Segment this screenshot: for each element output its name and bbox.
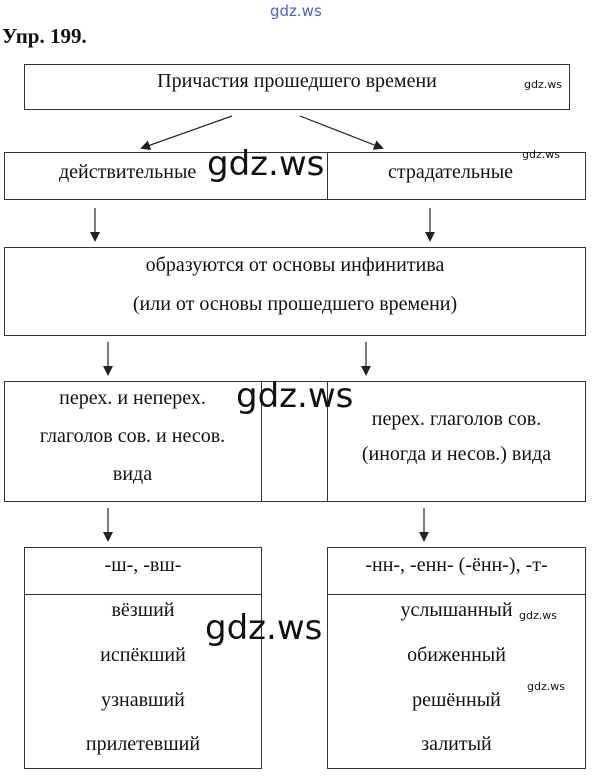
arrow-root-to-active (140, 115, 233, 151)
root-box: Причастия прошедшего времени (24, 64, 570, 110)
passive-example-2: обиженный (407, 644, 506, 666)
active-suffix-box: -ш-, -вш- вёзший испёкший узнавший приле… (24, 547, 262, 769)
active-example-2: испёкший (100, 644, 186, 666)
active-suffix-divider (25, 594, 261, 595)
watermark-top: gdz.ws (270, 2, 322, 20)
formation-box: образуются от основы инфинитива (или от … (4, 247, 586, 336)
verbs-divider-right (327, 381, 328, 502)
watermark-big-2: gdz.ws (236, 376, 354, 416)
exercise-title: Упр. 199. (2, 24, 87, 48)
passive-example-4: залитый (421, 733, 492, 755)
arrow-root-to-passive (299, 115, 384, 150)
watermark-big-1: gdz.ws (207, 144, 325, 184)
passive-suffix-divider (328, 594, 585, 595)
verbs-divider-left (261, 381, 262, 502)
formation-line-2: (или от основы прошедшего времени) (132, 293, 458, 315)
active-suffixes: -ш-, -вш- (104, 554, 182, 576)
active-verbs-line-1: перех. и неперех. (59, 387, 206, 409)
passive-verbs-line-1: перех. глаголов сов. (371, 408, 542, 430)
watermark-small-1: gdz.ws (524, 78, 562, 91)
watermark-small-3: gdz.ws (519, 609, 557, 622)
root-label: Причастия прошедшего времени (157, 70, 437, 92)
passive-example-1: услышанный (400, 599, 513, 621)
passive-suffix-box: -нн-, -енн- (-ённ-), -т- услышанный обиж… (327, 547, 586, 769)
watermark-small-4: gdz.ws (527, 680, 565, 693)
watermark-big-3: gdz.ws (205, 608, 323, 648)
passive-verbs-line-2: (иногда и несов.) вида (361, 443, 552, 465)
active-verbs-line-2: глаголов сов. и несов. (39, 425, 226, 447)
active-box: действительные (4, 152, 328, 200)
active-verbs-line-3: вида (112, 463, 153, 485)
active-example-1: вёзший (111, 599, 175, 621)
passive-example-3: решённый (412, 689, 501, 711)
active-example-4: прилетевший (85, 733, 201, 755)
verbs-row (4, 381, 586, 502)
active-label: действительные (59, 161, 197, 183)
passive-box: страдательные (327, 152, 586, 200)
formation-line-1: образуются от основы инфинитива (145, 254, 445, 276)
active-example-3: узнавший (101, 689, 185, 711)
watermark-small-2: gdz.ws (522, 148, 560, 161)
passive-suffixes: -нн-, -енн- (-ённ-), -т- (365, 554, 548, 576)
passive-label: страдательные (388, 161, 514, 183)
